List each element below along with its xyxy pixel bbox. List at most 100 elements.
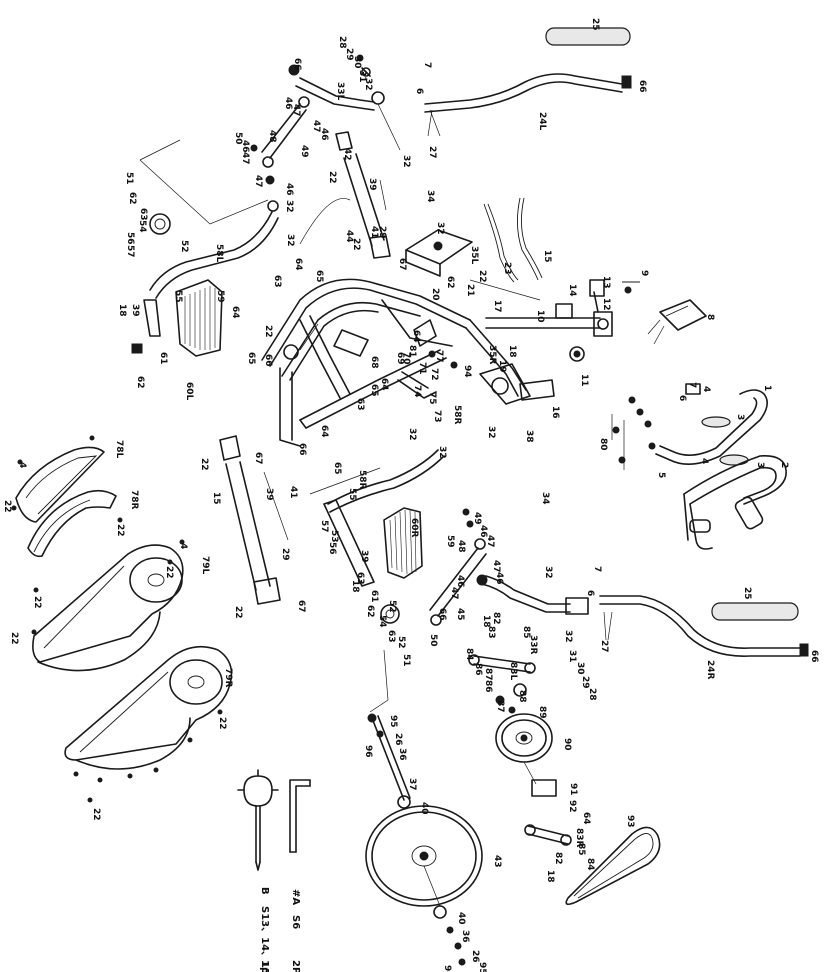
part-label: 7: [592, 566, 602, 572]
part-label: 55: [173, 290, 183, 303]
part-label: 22: [91, 808, 101, 821]
tool-hex-key-a: [289, 779, 311, 853]
part-label: 50: [233, 132, 243, 145]
part-label: 32: [363, 78, 373, 91]
part-label: 50: [428, 634, 438, 647]
part-label: 10: [535, 310, 545, 323]
tool-note: S6: [290, 915, 301, 929]
part-label: 80: [598, 438, 608, 451]
part-label: 54: [137, 220, 147, 233]
part-label: 22: [2, 500, 12, 513]
part-label: 62: [365, 605, 375, 618]
cover-78l: [15, 446, 105, 523]
part-label: 6: [414, 88, 424, 94]
part-label: 44: [344, 230, 354, 243]
part-label: 72: [429, 368, 439, 381]
part-label: 52: [387, 600, 397, 613]
part-label: 41: [369, 226, 379, 239]
part-label: 11: [579, 374, 589, 387]
part-label: 84: [464, 648, 474, 661]
part-label: 35L: [469, 246, 479, 265]
part-label: 22: [217, 717, 227, 730]
part-label: 52: [396, 636, 406, 649]
part-label: 5: [656, 472, 666, 478]
part-label: 18: [481, 615, 491, 628]
part-label: 54: [377, 615, 387, 628]
pedal-arm-58l: [143, 200, 279, 337]
part-label: 40: [456, 912, 466, 925]
part-label: 90: [562, 738, 572, 751]
cover-79l: [32, 544, 184, 672]
part-label: 22: [263, 325, 273, 338]
grip-25-lower: [711, 602, 799, 621]
part-label: 62: [445, 276, 455, 289]
part-label: 22: [199, 458, 209, 471]
part-label: 18: [507, 345, 517, 358]
part-label: 6: [677, 395, 687, 401]
part-label: 58L: [214, 244, 224, 263]
part-label: 66: [809, 650, 819, 663]
part-label: 62: [135, 376, 145, 389]
part-label: 48: [456, 540, 466, 553]
tool-wrench-b: [237, 769, 279, 871]
part-label: 64: [581, 812, 591, 825]
part-label: 57: [125, 245, 135, 258]
part-label: 14: [567, 284, 577, 297]
part-label: 61: [158, 352, 168, 365]
part-label: 3: [755, 462, 765, 468]
part-label: 46: [494, 572, 504, 585]
part-label: 68: [369, 356, 379, 369]
grip-25-top: [545, 27, 631, 46]
part-label: 4: [701, 386, 711, 392]
part-label: 22: [115, 524, 125, 537]
part-label: 53: [329, 530, 339, 543]
part-label: 46: [455, 575, 465, 588]
part-label: 18: [117, 304, 127, 317]
part-label: 73: [432, 410, 442, 423]
pedal-60l: [131, 213, 223, 357]
link-arm-48-right: [429, 508, 487, 626]
part-label: 57: [319, 520, 329, 533]
part-label: 4: [178, 543, 188, 549]
part-label: 24L: [537, 112, 547, 131]
part-label: 31: [357, 70, 367, 83]
part-label: 35R: [487, 345, 497, 365]
part-label: 85: [521, 626, 531, 639]
part-label: 29: [377, 226, 387, 239]
part-label: 29: [280, 548, 290, 561]
part-label: 36: [397, 748, 407, 761]
console-mast-10: [485, 279, 613, 362]
part-label: 24R: [705, 660, 715, 680]
part-label: 41: [288, 486, 298, 499]
part-label: 64: [379, 378, 389, 391]
cables-15-23: [483, 197, 543, 283]
part-label: 64: [230, 306, 240, 319]
part-label: 47: [491, 560, 501, 573]
part-label: 32: [284, 200, 294, 213]
part-label: 83L: [508, 662, 518, 681]
part-label: 22: [327, 171, 337, 184]
part-label: 6: [585, 590, 595, 596]
part-label: 7: [687, 382, 697, 388]
tool-note: #A: [290, 889, 301, 905]
pedal-arm-58r: [323, 449, 445, 624]
part-label: 27: [427, 146, 437, 159]
part-label: 60L: [184, 382, 194, 401]
part-label: 63: [355, 398, 365, 411]
part-label: 29: [580, 676, 590, 689]
part-label: 60R: [409, 518, 419, 538]
leader-lines: [139, 109, 613, 713]
part-label: 39: [367, 178, 377, 191]
tool-note: 2PCS: [290, 960, 301, 972]
part-label: 46: [283, 97, 293, 110]
part-label: 89: [537, 706, 547, 719]
crank-83r: [524, 779, 572, 846]
arm-pivot-33l: [288, 54, 401, 151]
part-label: 31: [567, 650, 577, 663]
part-label: 64: [411, 330, 421, 343]
part-label: 20: [430, 288, 440, 301]
part-label: 83R: [574, 828, 584, 848]
pedal-60r: [383, 507, 423, 579]
part-label: 47: [240, 152, 250, 165]
